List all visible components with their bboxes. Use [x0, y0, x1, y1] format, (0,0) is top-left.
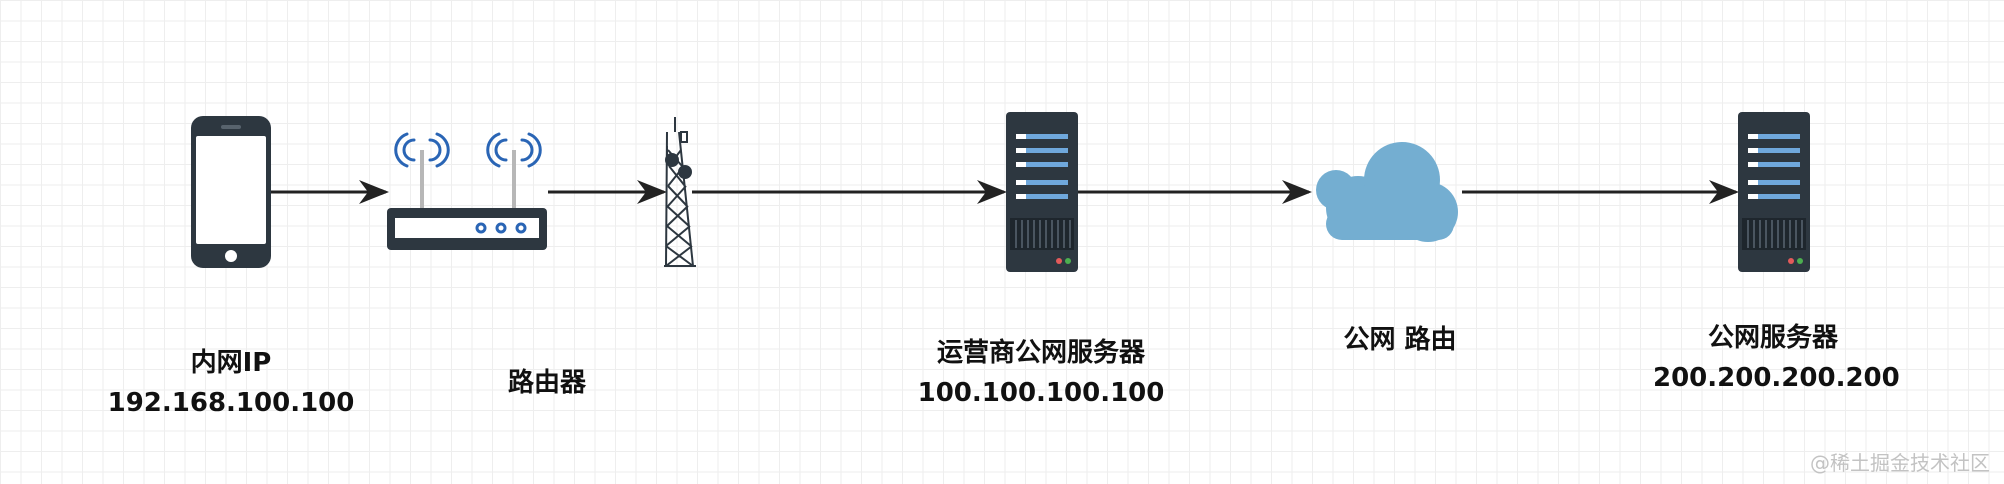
cell-tower-icon — [664, 117, 696, 267]
phone-ip-address: 192.168.100.100 — [107, 388, 355, 418]
server-rack-icon — [1006, 112, 1078, 272]
phone-label-line-1: 内网IP — [190, 348, 272, 378]
isp-server-label: 运营商公网服务器 100.100.100.100 — [901, 333, 1181, 413]
wifi-router-icon — [387, 132, 547, 250]
public-server-ip-address: 200.200.200.200 — [1653, 363, 1900, 393]
isp-server-label-line-1: 运营商公网服务器 — [936, 338, 1145, 368]
isp-server-ip-address: 100.100.100.100 — [917, 378, 1165, 408]
cloud-label-line-1: 公网 路由 — [1343, 325, 1457, 355]
server-rack-icon — [1738, 112, 1810, 272]
smartphone-icon — [191, 116, 271, 268]
watermark: @稀土掘金技术社区 — [1810, 451, 1990, 475]
cloud-label: 公网 路由 — [1310, 320, 1490, 360]
router-label-line-1: 路由器 — [507, 368, 586, 398]
public-server-label-line-1: 公网服务器 — [1707, 323, 1838, 353]
cloud-icon — [1316, 142, 1458, 242]
router-label: 路由器 — [467, 363, 627, 403]
public-server-label: 公网服务器 200.200.200.200 — [1653, 318, 1900, 398]
phone-label: 内网IP 192.168.100.100 — [101, 343, 361, 423]
